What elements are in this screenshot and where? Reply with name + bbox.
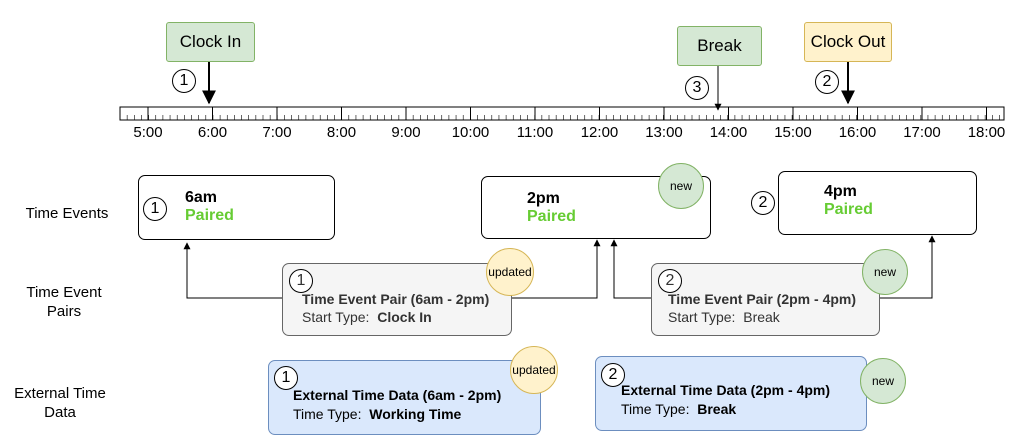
pair-start-type-label: Start Type: <box>302 309 370 325</box>
time-event-number: 1 <box>143 197 167 221</box>
external-time-type-label: Time Type: <box>621 401 690 417</box>
pair-start-type-label: Start Type: <box>668 309 736 325</box>
external-number: 2 <box>601 363 625 387</box>
tick-label: 9:00 <box>391 124 421 141</box>
external-time-type-value: Working Time <box>369 406 462 422</box>
pair2-to-4pm-connector <box>880 235 936 299</box>
time-event-6am: 1 6am Paired <box>138 175 335 240</box>
break-marker: Break <box>677 26 762 66</box>
tick-label: 18:00 <box>967 124 1006 141</box>
tick-label: 17:00 <box>903 124 941 141</box>
pair-start-type: Start Type: Clock In <box>302 309 432 325</box>
clock-in-marker: Clock In <box>166 22 255 62</box>
external-title: External Time Data (2pm - 4pm) <box>621 382 831 398</box>
updated-badge: updated <box>510 346 558 394</box>
new-badge: new <box>860 358 906 404</box>
row-label-time-event-pairs: Time Event Pairs <box>26 284 102 320</box>
tick-label: 15:00 <box>774 124 812 141</box>
tick-label: 13:00 <box>645 124 683 141</box>
tick-label: 10:00 <box>451 124 490 141</box>
timeline-ruler <box>119 106 1005 121</box>
clock-out-marker: Clock Out <box>804 22 892 62</box>
row-label-external-time-data: External Time Data <box>14 385 106 421</box>
row-label-time-events: Time Events <box>25 205 109 222</box>
tick-label: 12:00 <box>580 124 619 141</box>
time-event-time: 4pm <box>824 183 857 200</box>
time-event-pair-1: 1 Time Event Pair (6am - 2pm) Start Type… <box>282 263 512 336</box>
pair2-to-2pm-connector <box>610 239 651 299</box>
pair-start-type: Start Type: Break <box>668 309 780 325</box>
pair-title: Time Event Pair (6am - 2pm) <box>302 291 490 307</box>
time-event-pair-2: 2 Time Event Pair (2pm - 4pm) Start Type… <box>651 263 880 336</box>
time-event-status: Paired <box>527 208 576 225</box>
external-number: 1 <box>274 366 298 390</box>
tick-label: 6:00 <box>197 124 228 141</box>
pair-number: 1 <box>289 269 313 293</box>
tick-label: 7:00 <box>262 124 292 141</box>
external-time-type-label: Time Type: <box>293 406 362 422</box>
time-event-status: Paired <box>185 207 234 224</box>
external-time-type-value: Break <box>697 401 737 417</box>
clock-out-number: 2 <box>815 70 839 94</box>
external-time-type: Time Type: Break <box>621 401 736 417</box>
new-badge: new <box>862 249 908 295</box>
pair-number: 2 <box>658 269 682 293</box>
external-time-data-2: 2 External Time Data (2pm - 4pm) Time Ty… <box>595 356 867 431</box>
new-badge: new <box>658 163 704 209</box>
clock-in-number: 1 <box>172 69 196 93</box>
time-event-time: 2pm <box>527 190 560 207</box>
time-event-number: 2 <box>751 191 775 215</box>
pair-start-type-value: Break <box>743 309 780 325</box>
tick-label: 14:00 <box>709 124 748 141</box>
updated-badge: updated <box>486 248 534 296</box>
time-event-time: 6am <box>185 189 218 206</box>
external-title: External Time Data (6am - 2pm) <box>293 387 502 403</box>
external-time-data-1: 1 External Time Data (6am - 2pm) Time Ty… <box>268 360 541 435</box>
pair1-to-2pm-connector <box>512 239 601 299</box>
timeline-ticks <box>119 107 1000 120</box>
time-event-4pm: 2 4pm Paired <box>751 171 977 235</box>
tick-label: 8:00 <box>326 124 357 141</box>
tick-label: 11:00 <box>516 124 554 141</box>
pair-start-type-value: Clock In <box>377 309 432 325</box>
pair-title: Time Event Pair (2pm - 4pm) <box>668 291 857 307</box>
tick-label: 16:00 <box>838 124 877 141</box>
external-time-type: Time Type: Working Time <box>293 406 461 422</box>
pair1-to-6am-connector <box>183 242 282 299</box>
time-event-status: Paired <box>824 201 873 218</box>
tick-label: 5:00 <box>133 124 163 141</box>
break-number: 3 <box>685 76 709 100</box>
